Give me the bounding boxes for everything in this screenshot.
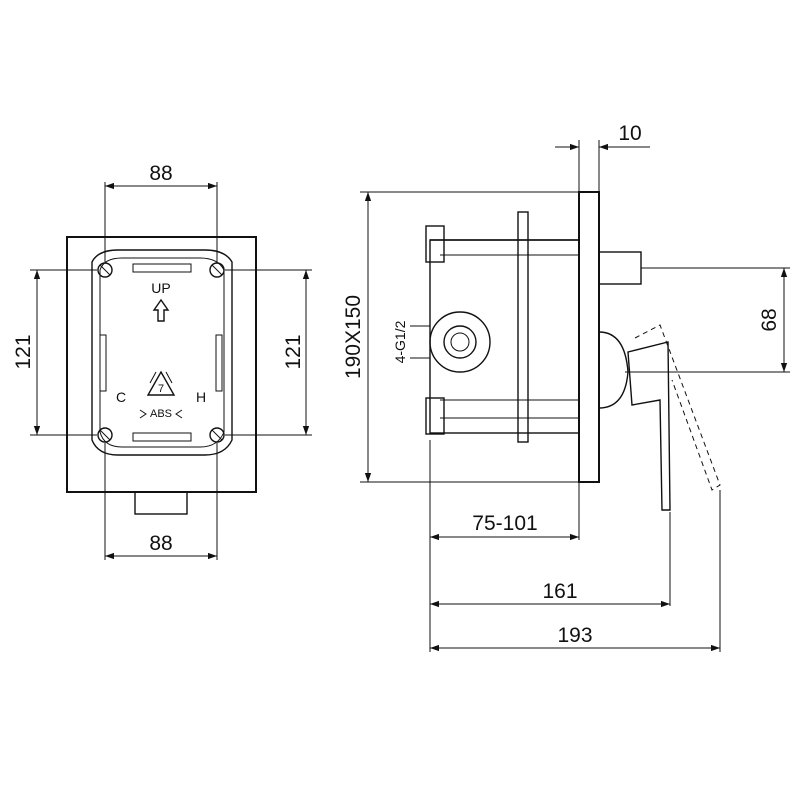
material-left-chevron xyxy=(139,409,147,419)
inlet-port xyxy=(429,311,491,373)
bottom-flange xyxy=(425,397,445,435)
top-slot xyxy=(132,263,192,273)
dim-depth-range-text: 75-101 xyxy=(472,512,537,535)
side-view: 10 190X150 68 4-G1/2 75-101 161 193 xyxy=(342,122,790,652)
screw-hole-top-left xyxy=(97,262,113,278)
bottom-slot xyxy=(132,432,192,442)
dim-top-text: 88 xyxy=(149,162,172,185)
handle-swing-path xyxy=(634,324,721,491)
cold-label: C xyxy=(116,389,126,405)
top-flange xyxy=(425,225,445,263)
cartridge-cover xyxy=(598,331,629,409)
right-slot xyxy=(215,334,223,392)
recycle-material: ABS xyxy=(150,408,172,420)
dim-box-text: 190X150 xyxy=(342,295,365,379)
mounting-bracket xyxy=(517,211,529,443)
dim-right-text: 121 xyxy=(282,334,305,369)
left-slot xyxy=(99,334,107,392)
dim-total-depth-text: 193 xyxy=(557,624,592,647)
dim-thread-text: 4-G1/2 xyxy=(392,320,408,363)
screw-hole-top-right xyxy=(209,262,225,278)
dim-bottom-text: 88 xyxy=(149,532,172,555)
dim-wall-text: 10 xyxy=(618,122,641,145)
front-plate-outline xyxy=(66,236,257,493)
up-arrow-icon xyxy=(152,298,170,322)
inner-housing xyxy=(91,249,233,456)
up-label: UP xyxy=(151,280,170,296)
recycle-icon xyxy=(146,370,176,396)
lever-handle xyxy=(627,341,671,511)
wall-plate xyxy=(578,191,600,483)
dim-left-text: 121 xyxy=(12,334,35,369)
front-view: UP C H 7 ABS 88 88 121 121 xyxy=(12,162,312,560)
dim-outlet-text: 68 xyxy=(758,308,781,331)
material-right-chevron xyxy=(175,409,183,419)
outlet-spout xyxy=(598,251,642,285)
dim-handle-depth-text: 161 xyxy=(542,580,577,603)
bottom-tab xyxy=(134,491,188,515)
hot-label: H xyxy=(196,389,206,405)
recycle-number: 7 xyxy=(158,383,164,395)
screw-hole-bottom-left xyxy=(97,427,113,443)
screw-hole-bottom-right xyxy=(209,427,225,443)
